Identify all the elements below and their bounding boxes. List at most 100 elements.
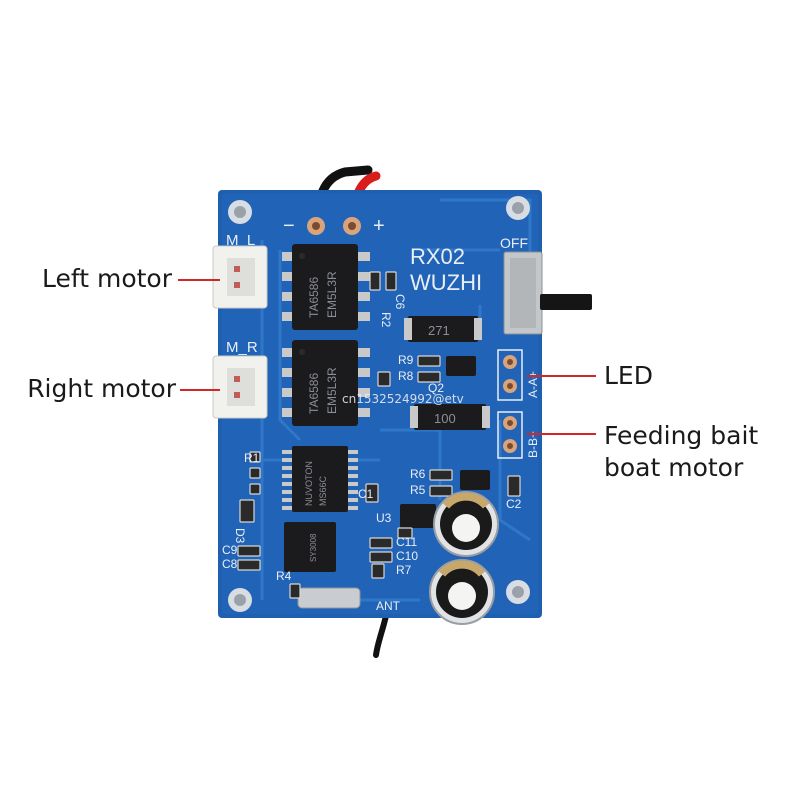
label-r9: R9 — [398, 353, 414, 367]
smd-component — [385, 271, 397, 291]
mcu-line2: MS66C — [318, 475, 328, 506]
feeding-motor-label-line1: Feeding bait — [604, 421, 759, 450]
b-pins-label: B-B+ — [526, 431, 540, 458]
mcu-pin — [282, 506, 294, 510]
minus-label: − — [283, 215, 295, 237]
smd-component — [369, 271, 381, 291]
mcu-pin — [346, 498, 358, 502]
smd-component — [289, 583, 301, 599]
label-c2: C2 — [506, 497, 522, 511]
resistor-271: 271 — [404, 316, 482, 342]
label-c9: C9 — [222, 543, 238, 557]
mr-label: M_R — [226, 339, 258, 356]
smd-component — [429, 469, 453, 481]
chip1-line1: TA6586 — [307, 277, 321, 318]
smd-parts — [237, 271, 521, 599]
smd-component — [507, 475, 521, 497]
electrolytic-capacitor-2 — [429, 559, 495, 625]
chip1-line2: EM5L3R — [325, 271, 339, 318]
label-c10: C10 — [396, 549, 418, 563]
left-motor-connector — [212, 245, 268, 309]
mcu-pin — [282, 482, 294, 486]
smd-component — [377, 371, 391, 387]
smd-component — [365, 483, 379, 503]
led-pads — [497, 349, 523, 401]
smd-component — [249, 483, 261, 495]
mcu-pin — [346, 482, 358, 486]
right-motor-label: Right motor — [27, 374, 176, 403]
plus-label: + — [373, 215, 385, 237]
label-r5: R5 — [410, 483, 426, 497]
resistor-100: 100 — [410, 404, 490, 430]
ml-label: M_L — [226, 232, 255, 249]
label-ant: ANT — [376, 599, 401, 613]
label-q2: Q2 — [428, 381, 444, 395]
mcu-pin — [282, 474, 294, 478]
label-u3: U3 — [376, 511, 392, 525]
label-r2: R2 — [379, 312, 393, 328]
mcu-pin — [346, 490, 358, 494]
label-r4: R4 — [276, 569, 292, 583]
mcu-pin — [346, 506, 358, 510]
label-c6: C6 — [393, 294, 407, 310]
smd-component — [239, 499, 255, 523]
transistor-q1 — [460, 470, 490, 490]
regulator-u3 — [400, 504, 436, 528]
smd-component — [237, 545, 261, 557]
smd-component — [369, 537, 393, 549]
label-c8: C8 — [222, 557, 238, 571]
label-r6: R6 — [410, 467, 426, 481]
driver-chip-1: TA6586 EM5L3R — [282, 244, 370, 330]
chip2-line1: TA6586 — [307, 373, 321, 414]
smd-component — [417, 355, 441, 367]
board-brand: WUZHI — [410, 270, 482, 295]
resistor-100-text: 100 — [434, 411, 456, 426]
smd-component — [249, 451, 261, 463]
label-r8: R8 — [398, 369, 414, 383]
rx-chip: SY3008 — [284, 522, 336, 572]
power-pads: − + — [283, 215, 385, 237]
driver-chip-2: TA6586 EM5L3R — [282, 340, 370, 426]
switch-label: OFF — [500, 235, 528, 251]
smd-component — [249, 467, 261, 479]
label-r1: R1 — [244, 451, 260, 465]
slide-switch — [503, 251, 592, 335]
mcu-pin — [346, 474, 358, 478]
left-motor-label: Left motor — [41, 264, 172, 293]
mcu-pin — [282, 450, 294, 454]
mcu-pin — [282, 498, 294, 502]
callout-lines — [178, 279, 596, 435]
board-model: RX02 — [410, 244, 465, 269]
smd-component — [429, 485, 453, 497]
smd-component — [417, 371, 441, 383]
smd-component — [371, 563, 385, 579]
mcu-pin — [282, 458, 294, 462]
watermark: cn1532524992@etv — [342, 392, 464, 406]
right-motor-connector — [212, 355, 268, 419]
smd-component — [369, 551, 393, 563]
mounting-holes — [228, 196, 530, 612]
smd-component — [397, 527, 413, 539]
transistor-q2 — [446, 356, 476, 376]
resistor-271-text: 271 — [428, 323, 450, 338]
smd-component — [237, 559, 261, 571]
rx-chip-text: SY3008 — [309, 533, 318, 562]
mcu-pin — [346, 466, 358, 470]
feeding-motor-label-line2: boat motor — [604, 453, 744, 482]
mcu-chip: NUVOTON MS66C — [282, 446, 358, 512]
label-d3: D3 — [233, 528, 247, 544]
label-r7: R7 — [396, 563, 412, 577]
mcu-pin — [346, 458, 358, 462]
label-c11: C11 — [396, 535, 417, 549]
motor-b-pads — [497, 411, 523, 459]
label-c1: C1 — [358, 487, 374, 501]
mcu-pin — [282, 466, 294, 470]
mcu-pin — [282, 490, 294, 494]
designator-labels: R1 R2 C6 R9 R8 Q2 R6 R5 C2 C1 U3 C11 C10… — [222, 294, 522, 613]
chip2-line2: EM5L3R — [325, 367, 339, 414]
a-pins-label: A-A+ — [526, 371, 540, 398]
led-label: LED — [604, 361, 653, 390]
mcu-pin — [346, 450, 358, 454]
electrolytic-capacitor-1 — [433, 491, 499, 557]
